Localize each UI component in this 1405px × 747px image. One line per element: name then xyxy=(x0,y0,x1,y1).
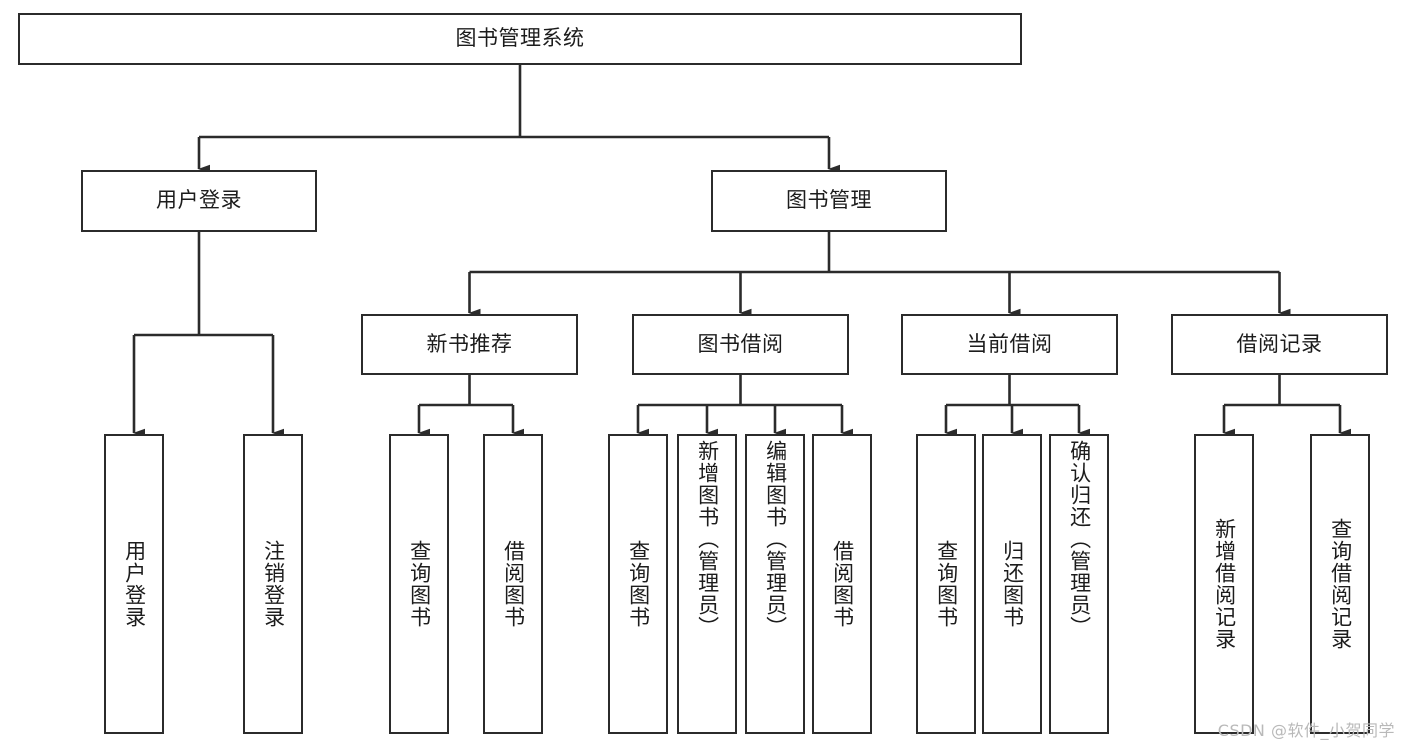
node-leaf_5[interactable]: 新增图书（管理员） xyxy=(677,434,737,734)
node-root[interactable]: 图书管理系统 xyxy=(18,13,1022,65)
node-label: 用户登录 xyxy=(156,188,242,213)
node-leaf_6[interactable]: 编辑图书（管理员） xyxy=(745,434,805,734)
node-label: 编辑图书（管理员） xyxy=(763,440,788,638)
node-l3_0[interactable]: 新书推荐 xyxy=(361,314,578,375)
node-label: 图书管理 xyxy=(786,188,872,213)
node-label: 归还图书 xyxy=(1000,540,1025,628)
node-label: 查询借阅记录 xyxy=(1328,518,1353,650)
node-label: 图书管理系统 xyxy=(455,26,585,51)
node-label: 用户登录 xyxy=(122,540,147,628)
node-leaf_11[interactable]: 新增借阅记录 xyxy=(1194,434,1254,734)
node-label: 查询图书 xyxy=(626,540,651,628)
node-leaf_10[interactable]: 确认归还（管理员） xyxy=(1049,434,1109,734)
node-leaf_2[interactable]: 查询图书 xyxy=(389,434,449,734)
node-label: 新增借阅记录 xyxy=(1212,518,1237,650)
node-label: 新书推荐 xyxy=(426,331,513,356)
node-leaf_4[interactable]: 查询图书 xyxy=(608,434,668,734)
node-label: 当前借阅 xyxy=(966,331,1053,356)
node-label: 借阅记录 xyxy=(1236,331,1323,356)
node-label: 新增图书（管理员） xyxy=(695,440,720,638)
node-leaf_0[interactable]: 用户登录 xyxy=(104,434,164,734)
node-label: 借阅图书 xyxy=(830,540,855,628)
node-l3_1[interactable]: 图书借阅 xyxy=(632,314,849,375)
node-leaf_8[interactable]: 查询图书 xyxy=(916,434,976,734)
node-l2_1[interactable]: 图书管理 xyxy=(711,170,947,232)
node-leaf_3[interactable]: 借阅图书 xyxy=(483,434,543,734)
node-label: 确认归还（管理员） xyxy=(1067,440,1092,638)
node-label: 查询图书 xyxy=(934,540,959,628)
node-label: 查询图书 xyxy=(407,540,432,628)
node-l3_2[interactable]: 当前借阅 xyxy=(901,314,1118,375)
node-l3_3[interactable]: 借阅记录 xyxy=(1171,314,1388,375)
node-leaf_12[interactable]: 查询借阅记录 xyxy=(1310,434,1370,734)
node-label: 图书借阅 xyxy=(697,331,784,356)
node-l2_0[interactable]: 用户登录 xyxy=(81,170,317,232)
node-leaf_7[interactable]: 借阅图书 xyxy=(812,434,872,734)
node-leaf_1[interactable]: 注销登录 xyxy=(243,434,303,734)
node-label: 借阅图书 xyxy=(501,540,526,628)
node-leaf_9[interactable]: 归还图书 xyxy=(982,434,1042,734)
watermark-label: CSDN @软件_小贺同学 xyxy=(1217,721,1395,740)
node-label: 注销登录 xyxy=(261,540,286,628)
